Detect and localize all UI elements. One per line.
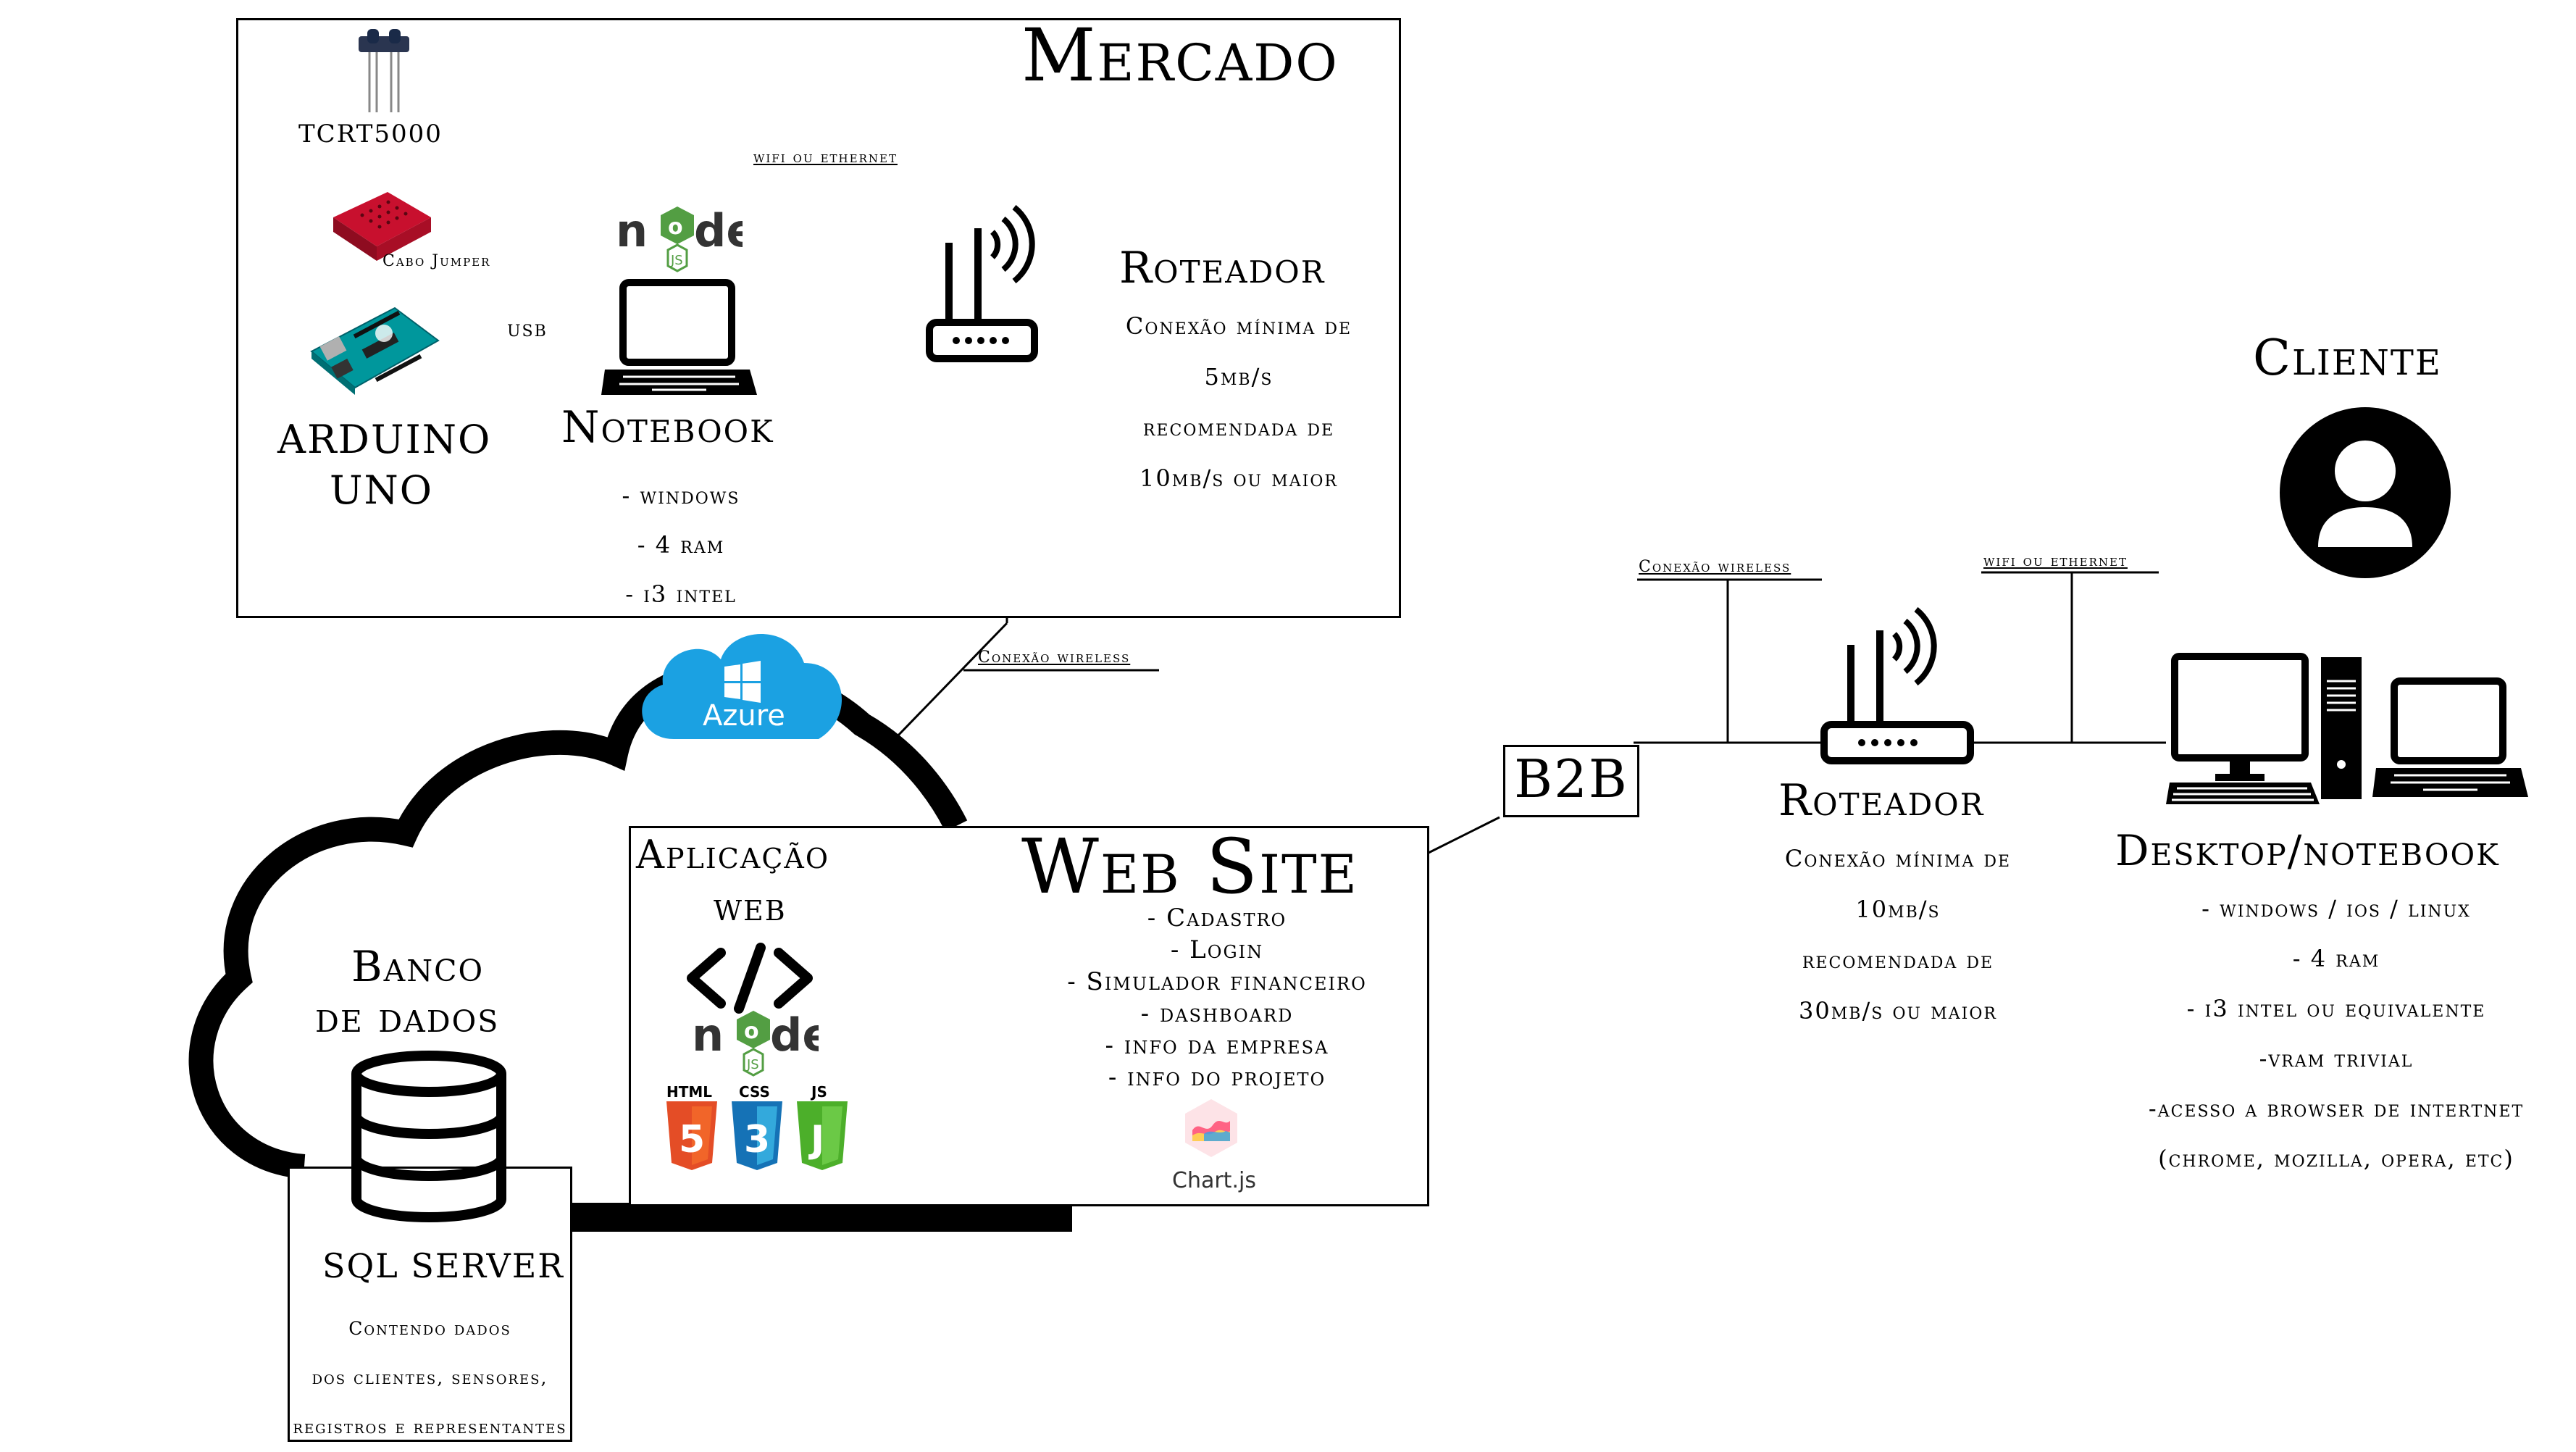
notebook-spec: - 4 ram <box>637 531 725 559</box>
client-wifi-label: wifi ou ethernet <box>1983 552 2128 570</box>
tcrt5000-label: TCRT5000 <box>298 120 443 149</box>
css-label: CSS <box>739 1083 770 1101</box>
tcrt5000-sensor-icon <box>351 29 417 119</box>
website-title: Web Site <box>1021 822 1358 911</box>
jumper-cable-label: Cabo Jumper <box>382 252 491 270</box>
chartjs-logo-icon <box>1182 1098 1240 1162</box>
js-label: JS <box>811 1083 827 1101</box>
database-desc-line: registros e representantes <box>293 1416 567 1438</box>
code-icon <box>681 942 819 1017</box>
arduino-label-1: ARDUINO <box>277 417 492 462</box>
javascript-icon: J <box>793 1101 851 1177</box>
database-title-1: Banco <box>351 942 485 991</box>
breadboard-icon <box>326 185 435 267</box>
wifi-ethernet-label: wifi ou ethernet <box>753 149 898 167</box>
client-router-spec: 10mb/s <box>1855 896 1941 923</box>
svg-text:de: de <box>770 1011 819 1061</box>
router-spec: 5mb/s <box>1204 363 1274 391</box>
website-feature: - Cadastro <box>1147 904 1287 932</box>
website-feature: - dashboard <box>1140 999 1294 1028</box>
router-specs: Conexão mínima de 5mb/s recomendada de 1… <box>1087 301 1391 504</box>
website-feature: - Simulador financeiro <box>1067 967 1367 996</box>
website-feature: - info da empresa <box>1105 1031 1329 1060</box>
database-icon <box>348 1051 511 1227</box>
svg-text:o: o <box>668 214 683 240</box>
database-description: Contendo dados dos clientes, sensores, r… <box>288 1304 572 1452</box>
svg-text:3: 3 <box>744 1118 770 1161</box>
mercado-title: Mercado <box>1021 13 1339 98</box>
devices-spec: -acesso a browser de intertnet <box>2148 1095 2525 1122</box>
website-feature-list: - Cadastro - Login - Simulador financeir… <box>1007 902 1427 1093</box>
client-wireless-label: Conexão wireless <box>1639 558 1791 576</box>
nodejs-logo-icon: n o de JS <box>616 204 756 282</box>
b2b-box <box>1503 745 1639 817</box>
notebook-spec: - windows <box>622 482 740 509</box>
webapp-label-1: Aplicação <box>636 832 829 877</box>
usb-label: USB <box>507 322 548 341</box>
webapp-label-2: web <box>714 884 787 930</box>
devices-spec: - 4 ram <box>2292 945 2380 972</box>
user-avatar-icon <box>2278 406 2452 583</box>
client-router-spec: Conexão mínima de <box>1784 845 2012 872</box>
router-spec: 10mb/s ou maior <box>1139 464 1338 492</box>
client-title: Cliente <box>2253 330 2442 387</box>
notebook-specs: - windows - 4 ram - i3 intel <box>565 471 797 619</box>
svg-text:J: J <box>808 1118 824 1161</box>
router-icon <box>924 203 1040 372</box>
client-router-specs: Conexão mínima de 10mb/s recomendada de … <box>1746 833 2050 1036</box>
nodejs-logo-icon: n o de JS <box>692 1009 832 1086</box>
desktop-computer-icon <box>2166 652 2333 811</box>
database-title-2: de dados <box>315 993 500 1042</box>
azure-cloud-icon <box>630 623 855 749</box>
router-title: Roteador <box>1119 243 1326 293</box>
website-feature: - Login <box>1170 935 1264 964</box>
router-icon <box>1818 605 1978 771</box>
devices-spec: -vram trivial <box>2259 1045 2414 1072</box>
laptop-icon <box>2372 677 2528 807</box>
svg-text:de: de <box>694 206 743 257</box>
svg-text:o: o <box>744 1019 759 1044</box>
client-router-spec: 30mb/s ou maior <box>1799 997 1997 1025</box>
notebook-spec: - i3 intel <box>625 580 737 608</box>
chartjs-label: Chart.js <box>1172 1168 1256 1193</box>
sql-server-label: SQL SERVER <box>322 1246 564 1285</box>
arduino-label-2: UNO <box>330 467 434 513</box>
pc-tower-icon <box>2320 656 2363 804</box>
css3-icon: 3 <box>728 1101 786 1177</box>
mercado-box <box>236 18 1401 618</box>
router-spec: recomendada de <box>1142 414 1335 441</box>
arduino-uno-icon <box>308 301 442 405</box>
client-router-title: Roteador <box>1778 775 1985 826</box>
devices-spec: (chrome, mozilla, opera, etc) <box>2158 1145 2514 1172</box>
svg-text:n: n <box>616 206 648 257</box>
devices-spec: - windows / ios / linux <box>2201 895 2471 922</box>
html-label: HTML <box>666 1083 713 1101</box>
database-desc-line: Contendo dados <box>348 1318 511 1339</box>
devices-specs: - windows / ios / linux - 4 ram - i3 int… <box>2104 884 2568 1184</box>
notebook-icon <box>601 279 757 405</box>
website-feature: - info do projeto <box>1108 1063 1326 1092</box>
html5-icon: 5 <box>663 1101 721 1177</box>
wireless-connection-label: Conexão wireless <box>978 648 1131 667</box>
svg-text:JS: JS <box>670 253 683 268</box>
database-desc-line: dos clientes, sensores, <box>311 1367 548 1388</box>
b2b-label: B2B <box>1514 748 1628 809</box>
router-spec: Conexão mínima de <box>1125 312 1352 340</box>
svg-text:5: 5 <box>679 1118 705 1161</box>
devices-title: Desktop/notebook <box>2115 826 2500 875</box>
client-router-spec: recomendada de <box>1802 946 1994 974</box>
notebook-title: Notebook <box>561 402 774 453</box>
svg-text:n: n <box>692 1011 724 1061</box>
devices-spec: - i3 intel ou equivalente <box>2186 995 2486 1022</box>
azure-label: Azure <box>703 699 785 733</box>
svg-text:JS: JS <box>746 1057 759 1072</box>
